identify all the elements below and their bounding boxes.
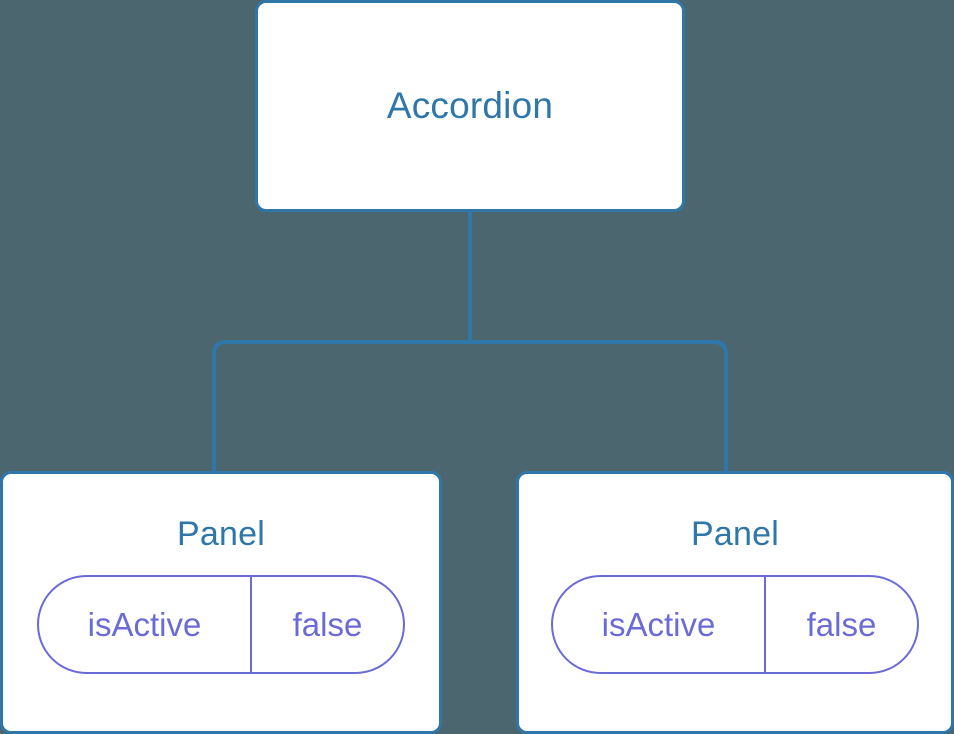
node-panel-right[interactable]: Panel isActive false bbox=[516, 471, 954, 734]
node-panel-right-label: Panel bbox=[691, 515, 779, 553]
node-accordion-label: Accordion bbox=[386, 84, 554, 126]
node-panel-left-label: Panel bbox=[177, 515, 265, 553]
prop-pill-is-active-left[interactable]: isActive false bbox=[37, 575, 405, 674]
prop-key-is-active-left: isActive bbox=[39, 577, 252, 672]
node-accordion[interactable]: Accordion bbox=[255, 0, 685, 212]
prop-value-is-active-left: false bbox=[292, 606, 363, 643]
prop-key-is-active-right: isActive bbox=[553, 577, 766, 672]
prop-pill-is-active-right[interactable]: isActive false bbox=[551, 575, 919, 674]
prop-value-is-active-right: false bbox=[806, 606, 877, 643]
edge-to-panel-left bbox=[212, 340, 470, 473]
edge-to-panel-right bbox=[470, 340, 728, 473]
node-panel-left[interactable]: Panel isActive false bbox=[0, 471, 442, 734]
